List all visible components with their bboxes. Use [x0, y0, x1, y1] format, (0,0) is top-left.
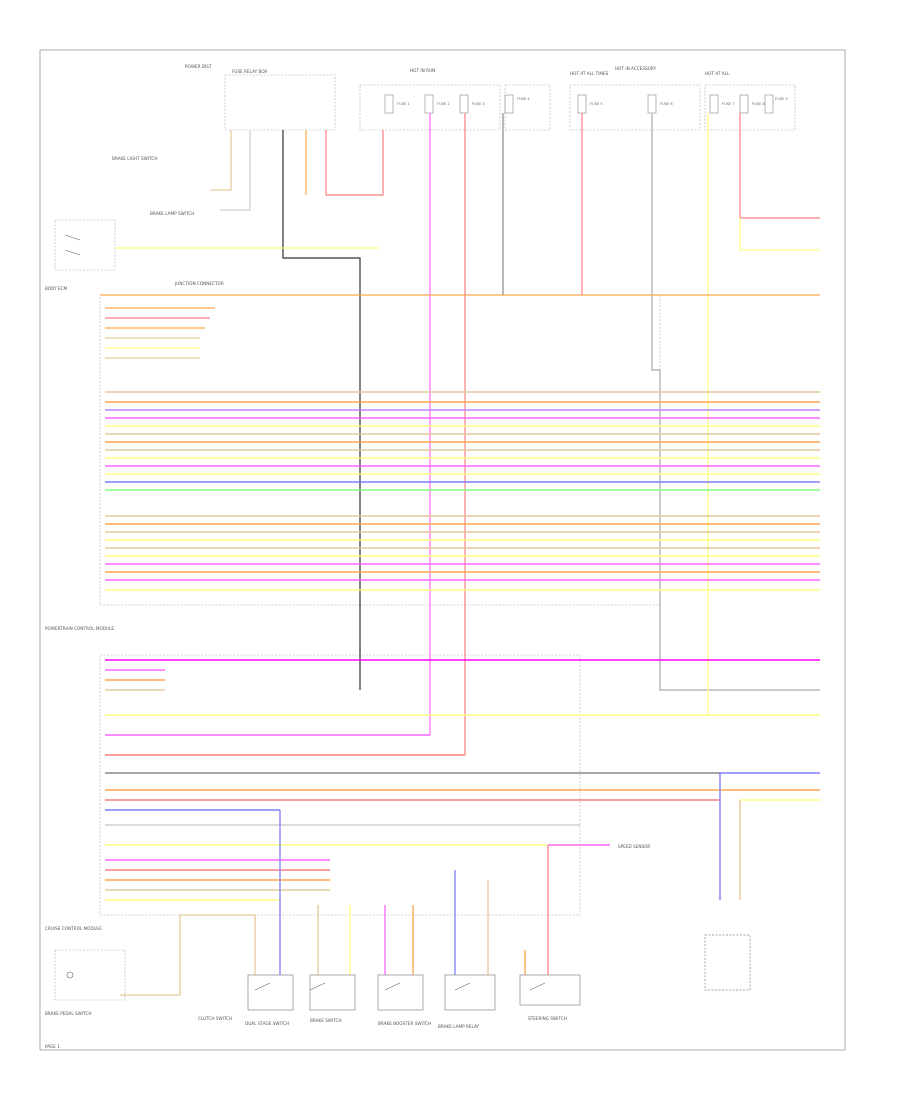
upper-harness [100, 247, 820, 359]
svg-text:BRAKE LAMP SWITCH: BRAKE LAMP SWITCH [150, 211, 194, 216]
svg-text:HOT AT ALL TIMES: HOT AT ALL TIMES [570, 71, 609, 76]
clutch-switch-box [309, 974, 356, 1011]
right-wires [548, 772, 820, 900]
svg-text:BRAKE LAMP RELAY: BRAKE LAMP RELAY [438, 1024, 479, 1029]
svg-text:BRAKE BOOSTER SWITCH: BRAKE BOOSTER SWITCH [378, 1021, 431, 1026]
bottom-switches [247, 934, 751, 1011]
svg-text:FUSE RELAY BOX: FUSE RELAY BOX [232, 69, 267, 74]
svg-text:BODY ECM: BODY ECM [45, 286, 68, 291]
svg-text:CLUTCH SWITCH: CLUTCH SWITCH [198, 1016, 232, 1021]
speed-sensor-box [704, 934, 751, 991]
module-boxes [54, 219, 661, 1001]
svg-text:DUAL STAGE SWITCH: DUAL STAGE SWITCH [245, 1021, 289, 1026]
svg-text:BRAKE SWITCH: BRAKE SWITCH [310, 1018, 342, 1023]
brake-lamp-relay-box [519, 974, 581, 1006]
svg-text:SPEED SENSOR: SPEED SENSOR [618, 844, 650, 849]
svg-text:JUNCTION CONNECTOR: JUNCTION CONNECTOR [174, 281, 224, 286]
diagram-frame [39, 49, 846, 1051]
svg-text:FUSE 7: FUSE 7 [722, 102, 735, 106]
svg-text:BRAKE LIGHT SWITCH: BRAKE LIGHT SWITCH [112, 156, 157, 161]
svg-text:HOT IN RUN: HOT IN RUN [410, 68, 435, 73]
svg-text:HOT IN ACCESSORY: HOT IN ACCESSORY [615, 66, 657, 71]
switch-symbols [64, 234, 546, 991]
svg-text:CRUISE CONTROL MODULE: CRUISE CONTROL MODULE [45, 926, 102, 931]
svg-text:FUSE 2: FUSE 2 [437, 102, 450, 106]
svg-text:BRAKE PEDAL SWITCH: BRAKE PEDAL SWITCH [45, 1011, 91, 1016]
svg-text:FUSE 5: FUSE 5 [590, 102, 603, 106]
svg-text:STEERING SWITCH: STEERING SWITCH [528, 1016, 567, 1021]
top-labels: POWER DIST FUSE RELAY BOX HOT IN RUN HOT… [185, 64, 788, 106]
lower-harness [105, 659, 820, 901]
brake-switch-box [444, 974, 496, 1011]
top-boxes [224, 74, 796, 131]
svg-text:FUSE 1: FUSE 1 [397, 102, 410, 106]
svg-text:FUSE 3: FUSE 3 [472, 102, 485, 106]
svg-text:FUSE 6: FUSE 6 [660, 102, 673, 106]
bottom-labels: CLUTCH SWITCH DUAL STAGE SWITCH BRAKE SW… [198, 844, 650, 1029]
svg-text:FUSE 8: FUSE 8 [752, 102, 765, 106]
svg-text:POWER DIST: POWER DIST [185, 64, 212, 69]
svg-text:PAGE 1: PAGE 1 [45, 1044, 60, 1049]
svg-text:POWERTRAIN CONTROL MODULE: POWERTRAIN CONTROL MODULE [45, 626, 114, 631]
svg-text:FUSE 9: FUSE 9 [775, 97, 788, 101]
svg-text:FUSE 4: FUSE 4 [517, 97, 530, 101]
main-bus [105, 391, 820, 591]
left-labels: BRAKE LIGHT SWITCH BRAKE LAMP SWITCH JUN… [45, 156, 224, 1049]
dual-stage-switch-box [377, 974, 424, 1011]
svg-text:HOT AT ALL: HOT AT ALL [705, 71, 730, 76]
brake-pedal-switch-box [247, 974, 294, 1011]
bottom-wires [120, 810, 549, 996]
